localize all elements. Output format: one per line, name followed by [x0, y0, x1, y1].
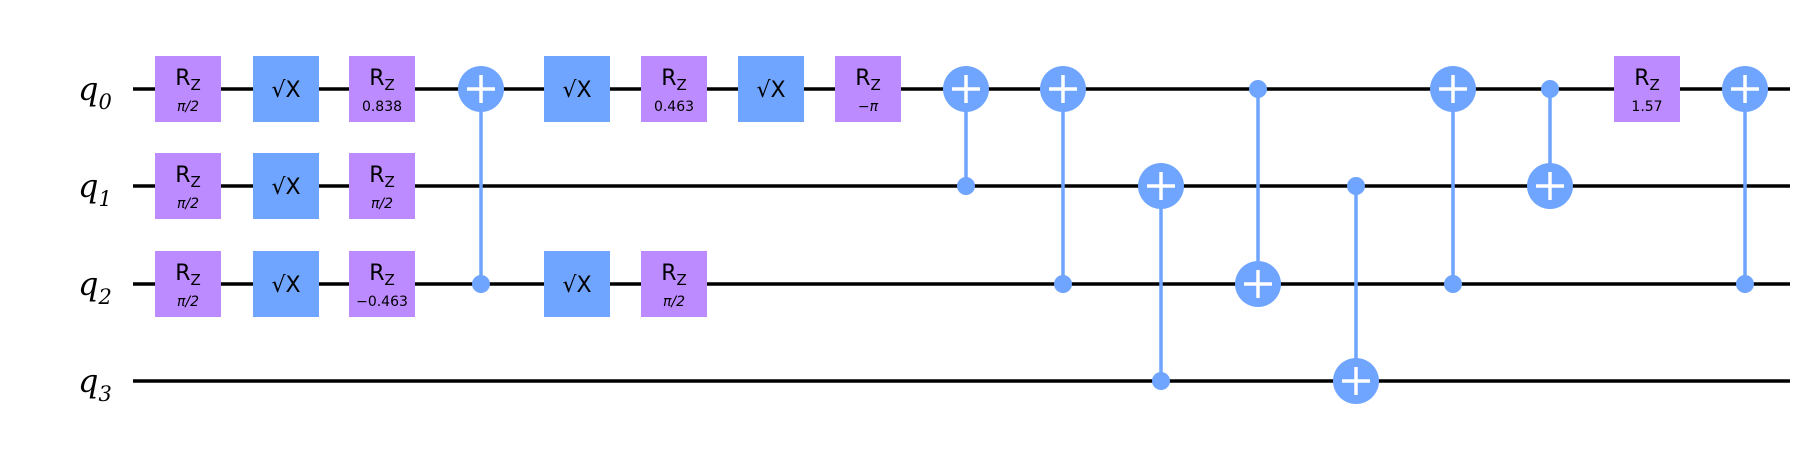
- rz-gate: RZ π/2: [155, 153, 221, 219]
- control-dot: [1541, 80, 1559, 98]
- rz-gate: RZ π/2: [155, 251, 221, 317]
- control-dot: [1736, 275, 1754, 293]
- sx-gate-label: √X: [756, 78, 785, 103]
- qubit-label-q2: q2: [78, 265, 112, 309]
- rz-gate-label: RZ: [175, 261, 201, 289]
- gate-box: [155, 153, 221, 219]
- control-dot: [1347, 177, 1365, 195]
- rz-gate: RZ 1.57: [1614, 56, 1680, 122]
- rz-gate: RZ π/2: [641, 251, 707, 317]
- gate-box: [155, 56, 221, 122]
- control-dot: [1249, 80, 1267, 98]
- gate-box: [349, 251, 415, 317]
- cnot-gate: [1430, 66, 1476, 293]
- control-dot: [1444, 275, 1462, 293]
- rz-gate: RZ π/2: [155, 56, 221, 122]
- rz-gate-param: 0.838: [362, 99, 402, 115]
- control-dot: [472, 275, 490, 293]
- cnot-gate: [1138, 163, 1184, 390]
- gate-box: [641, 251, 707, 317]
- control-dot: [1054, 275, 1072, 293]
- rz-gate-label: RZ: [661, 66, 687, 94]
- gate-box: [738, 56, 804, 122]
- cnot-gate: [458, 66, 504, 293]
- gate-box: [253, 251, 319, 317]
- rz-gate-param: 0.463: [654, 99, 694, 115]
- rz-gate: RZ 0.463: [641, 56, 707, 122]
- gate-box: [253, 56, 319, 122]
- gate-box: [835, 56, 901, 122]
- rz-gate: RZ −π: [835, 56, 901, 122]
- gate-box: [544, 56, 610, 122]
- rz-gate-param: π/2: [371, 196, 393, 212]
- rz-gate-param: π/2: [177, 294, 199, 310]
- gate-box: [155, 251, 221, 317]
- rz-gate-label: RZ: [1634, 66, 1660, 94]
- cnot-gate: [1235, 80, 1281, 307]
- sx-gate: √X: [253, 251, 319, 317]
- gate-box: [544, 251, 610, 317]
- gate-box: [1614, 56, 1680, 122]
- sx-gate-label: √X: [562, 78, 591, 103]
- qubit-label-q3: q3: [78, 362, 112, 406]
- sx-gate-label: √X: [271, 78, 300, 103]
- gate-box: [253, 153, 319, 219]
- qubit-label-q0: q0: [78, 70, 112, 114]
- rz-gate-label: RZ: [175, 66, 201, 94]
- sx-gate-label: √X: [562, 273, 591, 298]
- qubit-label-q1: q1: [78, 167, 112, 211]
- gate-box: [349, 153, 415, 219]
- cnot-gate: [943, 66, 989, 195]
- rz-gate-label: RZ: [369, 163, 395, 191]
- rz-gate-param: π/2: [177, 99, 199, 115]
- sx-gate: √X: [253, 56, 319, 122]
- control-dot: [1152, 372, 1170, 390]
- rz-gate: RZ π/2: [349, 153, 415, 219]
- cnot-gate: [1333, 177, 1379, 404]
- cnot-gate: [1040, 66, 1086, 293]
- rz-gate-param: π/2: [663, 294, 685, 310]
- qubit-labels: q0 q1 q2 q3: [78, 70, 112, 406]
- gate-box: [349, 56, 415, 122]
- rz-gate: RZ −0.463: [349, 251, 415, 317]
- sx-gate-label: √X: [271, 175, 300, 200]
- rz-gate-label: RZ: [369, 66, 395, 94]
- rz-gate: RZ 0.838: [349, 56, 415, 122]
- rz-gate-param: −0.463: [356, 294, 408, 310]
- rz-gate-label: RZ: [175, 163, 201, 191]
- sx-gate: √X: [738, 56, 804, 122]
- sx-gate: √X: [253, 153, 319, 219]
- rz-gate-param: −π: [858, 99, 879, 115]
- rz-gate-param: 1.57: [1631, 99, 1662, 115]
- rz-gate-label: RZ: [661, 261, 687, 289]
- rz-gate-label: RZ: [369, 261, 395, 289]
- rz-gate-label: RZ: [855, 66, 881, 94]
- control-dot: [957, 177, 975, 195]
- sx-gate-label: √X: [271, 273, 300, 298]
- gate-operations: RZπ/2RZπ/2RZπ/2√X√X√XRZ0.838RZπ/2RZ−0.46…: [155, 56, 1768, 404]
- sx-gate: √X: [544, 251, 610, 317]
- gate-box: [641, 56, 707, 122]
- sx-gate: √X: [544, 56, 610, 122]
- cnot-gate: [1527, 80, 1573, 209]
- cnot-gate: [1722, 66, 1768, 293]
- rz-gate-param: π/2: [177, 196, 199, 212]
